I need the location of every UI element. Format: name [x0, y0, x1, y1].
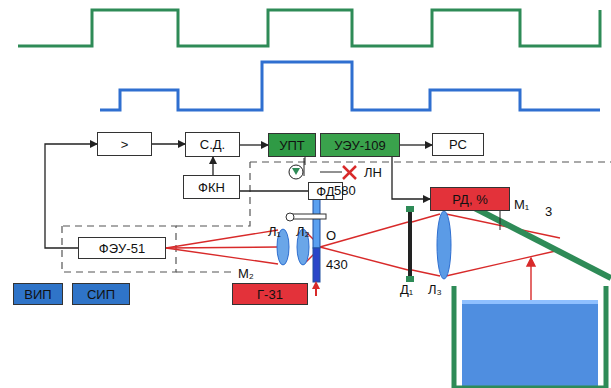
box-text: Г-31 — [253, 287, 287, 302]
wavelength-label: 580 — [334, 183, 356, 198]
position-label: О — [326, 228, 336, 243]
photodiode — [289, 158, 304, 179]
box-text: ФЭУ-51 — [95, 241, 149, 256]
signal-connector — [212, 157, 213, 175]
box-text: С.Д. — [196, 137, 229, 152]
signal-connector — [240, 144, 268, 145]
signal-connector — [392, 157, 430, 199]
lens-label: Л₂ — [296, 224, 310, 239]
dashed-enclosure — [62, 162, 611, 272]
box-text: ФКН — [194, 180, 229, 195]
photomultiplier-box: ФЭУ-51 — [78, 237, 166, 259]
signal-connector — [400, 144, 432, 145]
signal-connector — [240, 190, 308, 191]
box-text: РД, % — [448, 192, 491, 207]
wire — [500, 211, 501, 230]
diaphragm — [406, 206, 414, 282]
dc-amplifier-box: УПТ — [268, 133, 316, 157]
motor-label: М₂ — [238, 266, 254, 281]
signal-connector — [45, 144, 97, 248]
wire — [305, 157, 306, 165]
box-text: УПТ — [275, 138, 309, 153]
modulator-disc — [286, 196, 326, 296]
power-supply-box: ВИП — [13, 283, 63, 305]
box-text: ВИП — [20, 287, 55, 302]
recorder-box: РС — [432, 133, 484, 156]
box-text: УЭУ-109 — [330, 138, 390, 153]
power-supply-box: СИП — [72, 283, 130, 305]
green-waveform — [18, 10, 600, 46]
modulator-label: М₁ — [514, 197, 529, 212]
lenses — [277, 211, 451, 279]
lamp-symbol — [320, 166, 356, 179]
mirror-number: 3 — [545, 204, 552, 219]
box-text: СИП — [83, 287, 119, 302]
diaphragm-label: Д₁ — [400, 282, 413, 297]
generator-box: Г-31 — [232, 283, 308, 305]
signal-connector — [152, 143, 185, 144]
lens-label: Л₃ — [428, 282, 442, 297]
wavelength-label: 430 — [326, 257, 348, 272]
amplifier-box: > — [97, 132, 152, 156]
lens-label: Л₁ — [268, 224, 281, 239]
blue-waveform — [100, 62, 600, 110]
box-text: РС — [445, 137, 471, 152]
reference-box: ФКН — [183, 175, 240, 199]
lamp-label: ЛН — [364, 165, 382, 180]
chart-recorder-box: РД, % — [430, 187, 510, 211]
light-rays — [166, 214, 560, 300]
liquid-vessel — [454, 286, 606, 388]
sync-detector-box: С.Д. — [185, 132, 240, 157]
electrometer-box: УЭУ-109 — [320, 133, 400, 157]
box-text: > — [117, 137, 133, 152]
